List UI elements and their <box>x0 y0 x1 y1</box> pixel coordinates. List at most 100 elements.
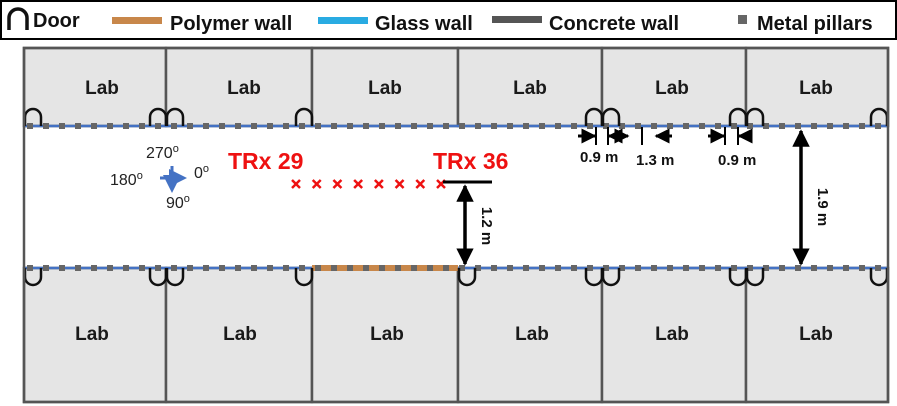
metal-pillar <box>155 265 161 271</box>
metal-pillar <box>763 265 769 271</box>
trx-end-label: TRx 36 <box>433 148 508 174</box>
metal-pillar <box>683 123 689 129</box>
lab-label: Lab <box>515 324 549 345</box>
compass-180-label: 180o <box>110 170 143 189</box>
lab-label: Lab <box>799 324 833 345</box>
metal-pillar <box>475 265 481 271</box>
lab-label: Lab <box>655 324 689 345</box>
metal-pillar <box>779 123 785 129</box>
lab-room: Lab <box>744 266 890 404</box>
metal-pillar <box>27 265 33 271</box>
lab-label: Lab <box>368 78 402 99</box>
metal-pillar <box>587 265 593 271</box>
lab-label: Lab <box>513 78 547 99</box>
metal-pillar <box>651 265 657 271</box>
floor-outline <box>22 46 890 404</box>
trx-marker-row <box>291 179 446 189</box>
metal-pillar <box>299 123 305 129</box>
metal-pillar <box>155 123 161 129</box>
metal-pillar <box>523 265 529 271</box>
metal-pillar <box>331 265 337 271</box>
metal-pillar <box>555 265 561 271</box>
door-icon <box>457 268 477 287</box>
metal-pillar <box>603 265 609 271</box>
metal-pillar <box>347 265 353 271</box>
door-spacing-dimensions: 0.9 m 1.3 m 0.9 m <box>578 127 756 169</box>
metal-pillar <box>27 123 33 129</box>
metal-pillar <box>395 123 401 129</box>
legend-polymer-label: Polymer wall <box>170 13 292 35</box>
metal-pillar <box>859 265 865 271</box>
metal-pillar <box>507 123 513 129</box>
metal-pillar <box>123 123 129 129</box>
metal-pillar <box>427 123 433 129</box>
metal-pillar <box>331 123 337 129</box>
lab-label: Lab <box>370 324 404 345</box>
dimension-label-1-9m: 1.9 m <box>814 188 831 226</box>
trx-marker <box>373 179 384 189</box>
trx-marker <box>291 179 301 189</box>
metal-pillar <box>43 123 49 129</box>
metal-pillar <box>427 265 433 271</box>
metal-pillar <box>491 265 497 271</box>
lab-label: Lab <box>227 78 261 99</box>
metal-pillar <box>267 123 273 129</box>
dimension-label-0-9m-right: 0.9 m <box>718 152 756 169</box>
lab-label: Lab <box>75 324 109 345</box>
metal-pillar <box>139 265 145 271</box>
metal-pillar <box>363 265 369 271</box>
metal-pillar <box>731 123 737 129</box>
lab-label: Lab <box>799 78 833 99</box>
metal-pillar <box>795 123 801 129</box>
lab-room: Lab <box>600 266 748 404</box>
metal-pillar <box>667 265 673 271</box>
metal-pillar <box>187 265 193 271</box>
metal-pillar <box>507 265 513 271</box>
trx-marker <box>332 179 343 189</box>
metal-pillar <box>747 123 753 129</box>
metal-pillar <box>171 265 177 271</box>
dimension-label-1-3m: 1.3 m <box>636 152 674 169</box>
metal-pillar <box>235 123 241 129</box>
metal-pillar <box>635 265 641 271</box>
door-icon <box>294 268 314 287</box>
metal-pillar <box>251 265 257 271</box>
metal-pillar <box>651 123 657 129</box>
trx-marker <box>415 179 426 189</box>
metal-pillar <box>827 265 833 271</box>
metal-pillar <box>267 265 273 271</box>
metal-pillar <box>555 123 561 129</box>
metal-pillar <box>411 265 417 271</box>
metal-pillar <box>811 265 817 271</box>
dimension-label-1-2m: 1.2 m <box>478 207 495 245</box>
metal-pillar <box>779 265 785 271</box>
metal-pillar <box>699 265 705 271</box>
lab-room: Lab <box>456 266 604 404</box>
metal-pillar <box>203 265 209 271</box>
metal-pillar <box>315 123 321 129</box>
lab-room-box <box>310 266 460 404</box>
metal-pillar <box>107 265 113 271</box>
metal-pillar <box>235 265 241 271</box>
lab-label: Lab <box>223 324 257 345</box>
door-icon <box>745 268 765 287</box>
dimension-label-0-9m-left: 0.9 m <box>580 149 618 166</box>
legend: Door Polymer wall Glass wall Concrete wa… <box>0 0 897 40</box>
lab-room-box <box>456 266 604 404</box>
metal-pillar <box>187 123 193 129</box>
lab-room: Lab <box>456 46 604 128</box>
metal-pillar <box>571 123 577 129</box>
metal-pillar <box>619 265 625 271</box>
metal-pillar <box>763 123 769 129</box>
trx-marker <box>311 179 322 189</box>
legend-glass-label: Glass wall <box>375 13 473 35</box>
doors <box>23 107 889 287</box>
metal-pillar <box>843 265 849 271</box>
door-icon <box>745 107 765 126</box>
lab-room: Lab <box>164 46 314 128</box>
metal-pillar <box>667 123 673 129</box>
legend-pillars-label: Metal pillars <box>757 13 873 35</box>
compass-270-label: 270o <box>146 143 179 162</box>
metal-pillar <box>379 265 385 271</box>
metal-pillar <box>219 265 225 271</box>
